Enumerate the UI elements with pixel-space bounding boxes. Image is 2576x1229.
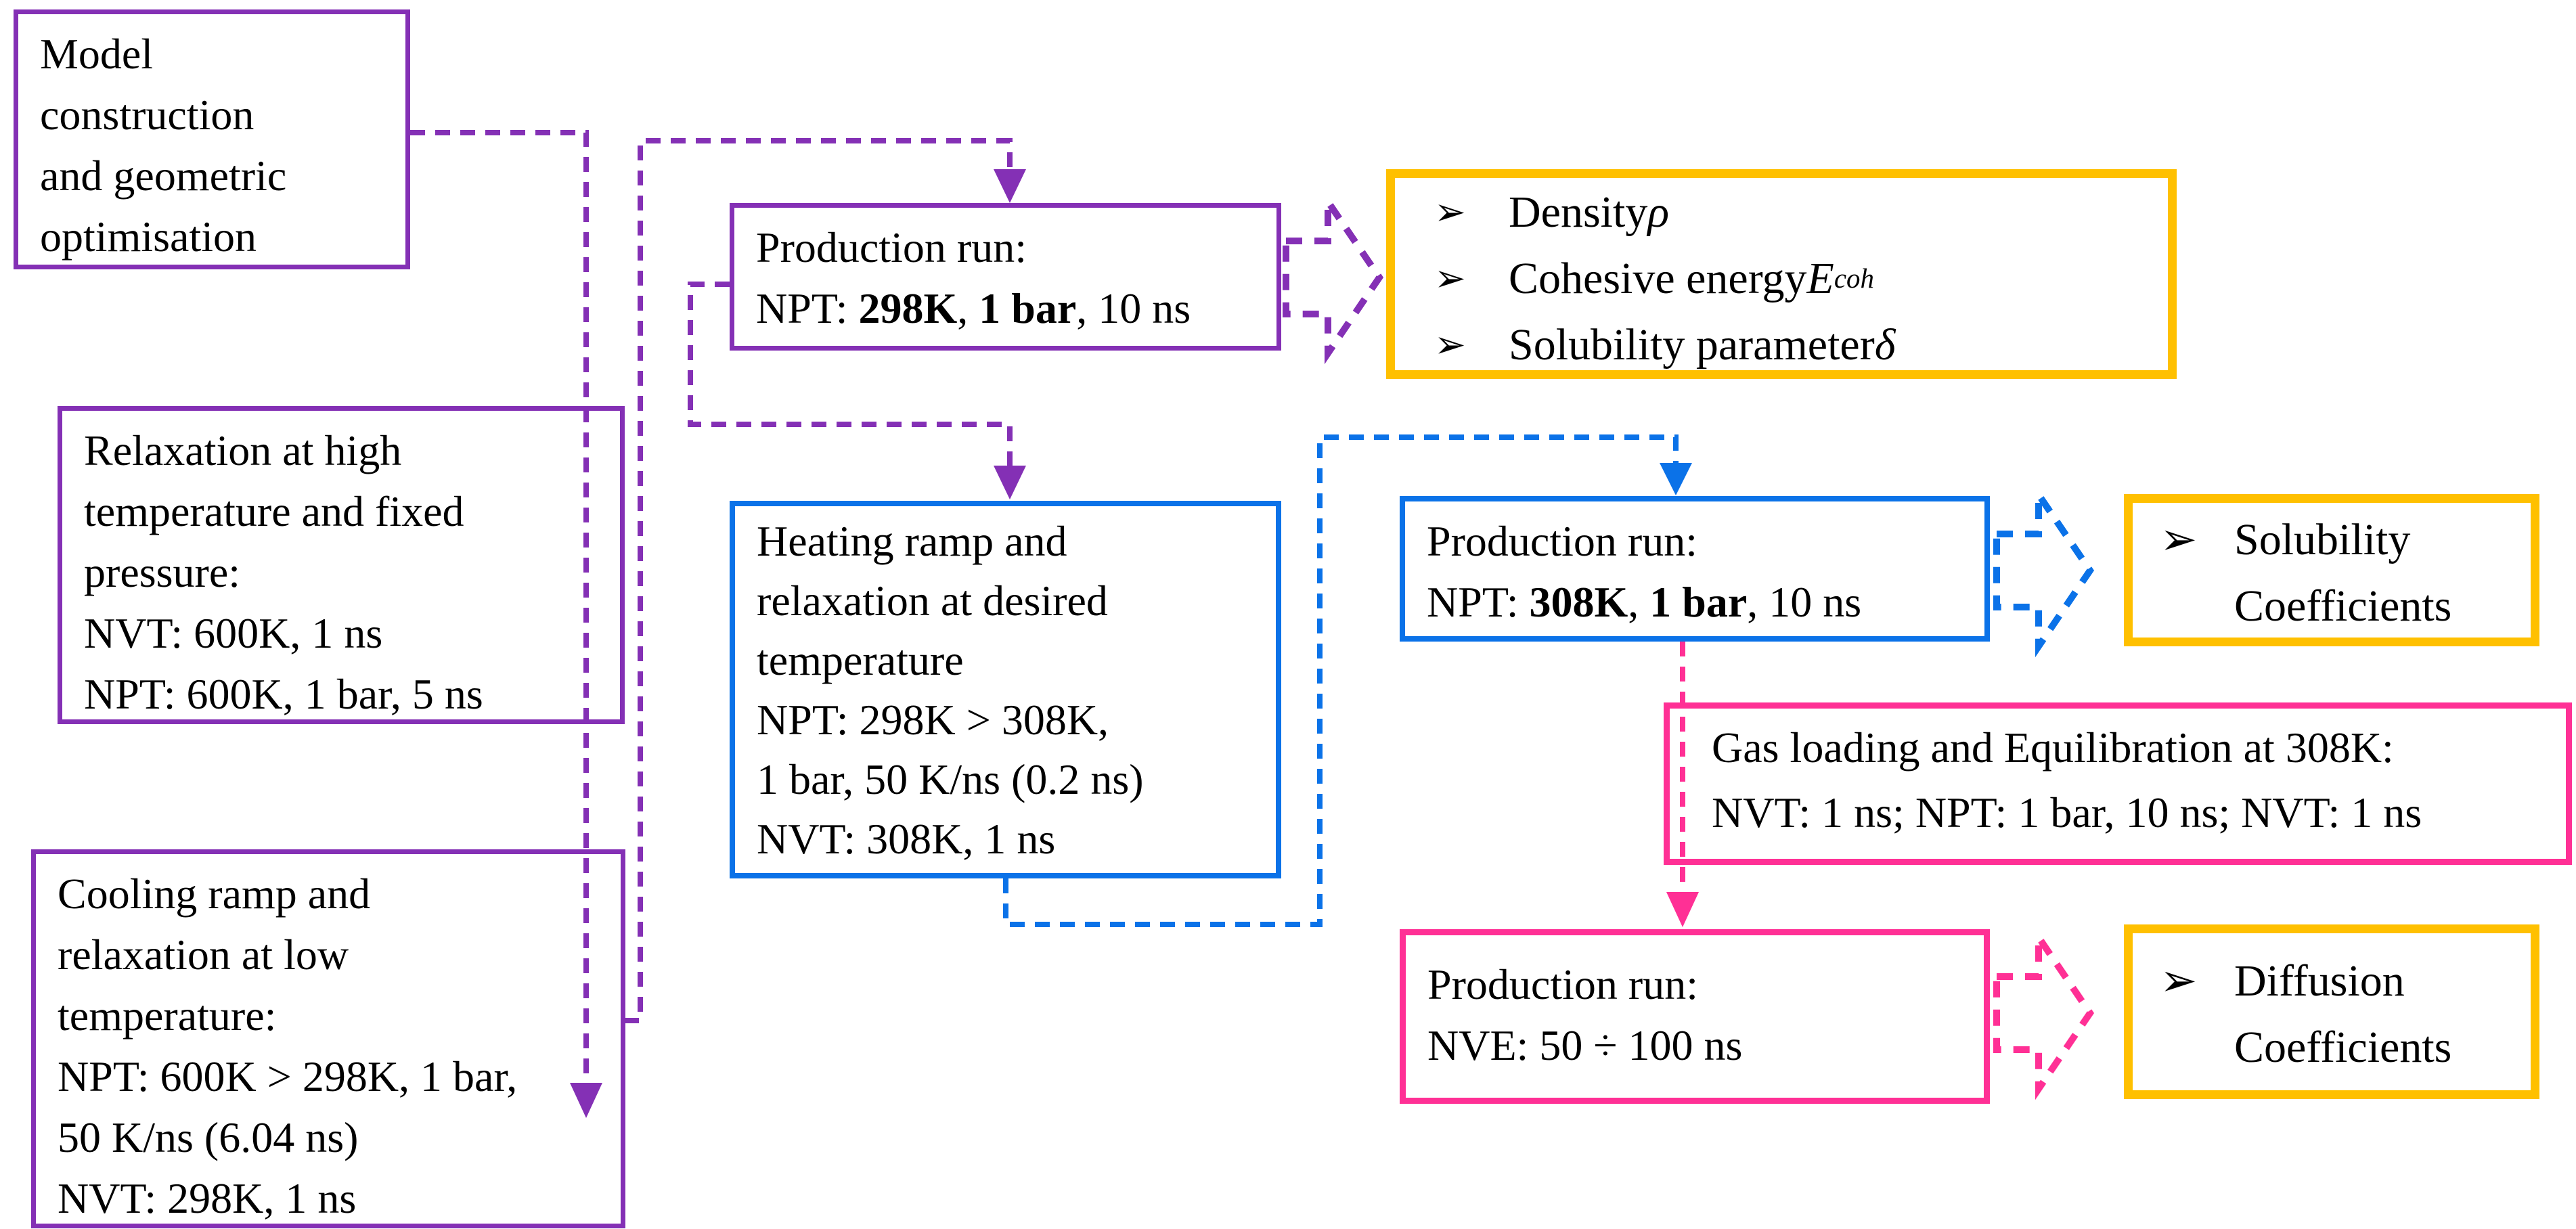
text-line: temperature bbox=[757, 636, 964, 684]
text-line: Relaxation at high bbox=[84, 426, 402, 474]
text-line: Cooling ramp and bbox=[58, 870, 371, 918]
npt-prefix: NPT: bbox=[756, 284, 859, 332]
arrow-bullet-icon: ➢ bbox=[2160, 515, 2198, 564]
box-diffusion-coefficients: ➢ Diffusion Coefficients bbox=[2124, 924, 2539, 1099]
box-solubility-coefficients: ➢ Solubility Coefficients bbox=[2124, 494, 2539, 646]
bold-pressure: 1 bar bbox=[1649, 578, 1748, 626]
text-line: NPT: 308K, 1 bar, 10 ns bbox=[1427, 572, 1978, 633]
bold-temperature: 298K bbox=[858, 284, 958, 332]
arrow-bullet-icon: ➢ bbox=[2160, 956, 2198, 1006]
box-relaxation-high-temp: Relaxation at high temperature and fixed… bbox=[58, 406, 625, 724]
npt-suffix: , 10 ns bbox=[1076, 284, 1191, 332]
text-line: NVT: 600K, 1 ns bbox=[84, 609, 383, 657]
box-cooling-ramp: Cooling ramp and relaxation at low tempe… bbox=[31, 849, 625, 1228]
text-line: relaxation at low bbox=[58, 931, 349, 979]
text-line: Coefficients bbox=[2234, 1023, 2452, 1072]
text-line: Heating ramp and bbox=[757, 517, 1067, 565]
property-label: Cohesive energy bbox=[1509, 254, 1807, 303]
property-subscript: coh bbox=[1834, 263, 1874, 294]
text-line: temperature and fixed bbox=[84, 487, 464, 535]
text-line: and geometric bbox=[40, 152, 287, 200]
text-line: 1 bar, 50 K/ns (0.2 ns) bbox=[757, 755, 1144, 803]
box-production-run-298k: Production run: NPT: 298K, 1 bar, 10 ns bbox=[730, 203, 1281, 351]
property-item-density: ➢ Density ρ bbox=[1434, 179, 2161, 246]
arrow-bullet-icon: ➢ bbox=[1434, 192, 1466, 233]
arrowhead-down-blue bbox=[1660, 463, 1692, 495]
text-line: NPT: 298K > 308K, bbox=[757, 696, 1109, 744]
text-line: Diffusion bbox=[2234, 956, 2405, 1006]
arrow-bullet-icon: ➢ bbox=[1434, 258, 1466, 300]
arrowhead-down-pink bbox=[1666, 892, 1699, 927]
separator: , bbox=[957, 284, 979, 332]
text-line: 50 K/ns (6.04 ns) bbox=[58, 1113, 359, 1161]
block-arrow-right-purple-icon bbox=[1283, 190, 1384, 365]
text-line: NVE: 50 ÷ 100 ns bbox=[1427, 1021, 1743, 1069]
text-line: NPT: 298K, 1 bar, 10 ns bbox=[756, 278, 1270, 339]
text-line: optimisation bbox=[40, 213, 257, 261]
text-line: pressure: bbox=[84, 548, 241, 596]
box-production-run-308k: Production run: NPT: 308K, 1 bar, 10 ns bbox=[1400, 496, 1990, 642]
text-line: Coefficients bbox=[2234, 581, 2452, 631]
property-symbol: E bbox=[1806, 254, 1834, 303]
block-arrow-right-blue-icon bbox=[1993, 483, 2095, 658]
property-symbol: δ bbox=[1874, 320, 1896, 370]
box-heating-ramp: Heating ramp and relaxation at desired t… bbox=[730, 501, 1281, 878]
arrow-bullet-icon: ➢ bbox=[1434, 324, 1466, 366]
text-line: relaxation at desired bbox=[757, 577, 1108, 625]
text-line: NVT: 1 ns; NPT: 1 bar, 10 ns; NVT: 1 ns bbox=[1712, 788, 2422, 836]
text-line: NVT: 308K, 1 ns bbox=[757, 815, 1056, 863]
text-line: Solubility bbox=[2234, 515, 2411, 564]
box-gas-loading: Gas loading and Equilibration at 308K: N… bbox=[1664, 702, 2572, 865]
block-arrow-right-pink-icon bbox=[1993, 926, 2095, 1100]
property-symbol: ρ bbox=[1647, 187, 1670, 237]
text-line: temperature: bbox=[58, 991, 277, 1040]
property-item-solubility-parameter: ➢ Solubility parameter δ bbox=[1434, 312, 2161, 378]
property-label: Solubility parameter bbox=[1509, 320, 1875, 370]
npt-suffix: , 10 ns bbox=[1747, 578, 1862, 626]
text-line: Production run: bbox=[756, 223, 1027, 271]
text-line: Production run: bbox=[1427, 517, 1697, 565]
arrowhead-down-purple bbox=[994, 466, 1026, 499]
text-line: construction bbox=[40, 91, 254, 139]
property-label: Density bbox=[1509, 187, 1648, 237]
text-line: Model bbox=[40, 30, 154, 78]
box-model-construction: Model construction and geometric optimis… bbox=[14, 9, 410, 269]
text-line: NPT: 600K > 298K, 1 bar, bbox=[58, 1052, 518, 1100]
text-line: NVT: 298K, 1 ns bbox=[58, 1174, 357, 1222]
text-line: Production run: bbox=[1427, 960, 1698, 1008]
bold-temperature: 308K bbox=[1529, 578, 1628, 626]
text-line: Gas loading and Equilibration at 308K: bbox=[1712, 723, 2394, 772]
arrowhead-down-purple bbox=[994, 169, 1026, 203]
separator: , bbox=[1628, 578, 1650, 626]
bold-pressure: 1 bar bbox=[979, 284, 1077, 332]
npt-prefix: NPT: bbox=[1427, 578, 1530, 626]
box-production-run-nve: Production run: NVE: 50 ÷ 100 ns bbox=[1400, 929, 1990, 1104]
text-line: NPT: 600K, 1 bar, 5 ns bbox=[84, 670, 483, 718]
